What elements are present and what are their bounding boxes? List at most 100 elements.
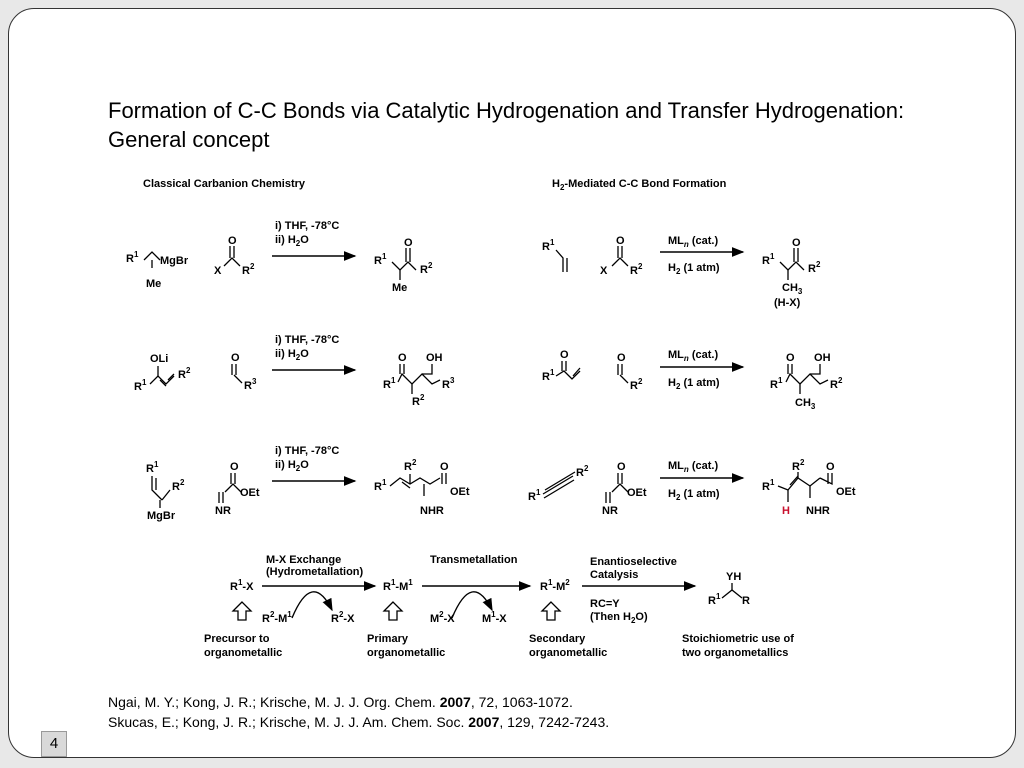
x-label: X [214, 265, 222, 277]
x-label: X [600, 265, 608, 277]
up-arrow-icon [540, 601, 562, 621]
nr-label: NR [215, 505, 231, 517]
r2-label: R2 [172, 478, 185, 493]
thf-condition: i) THF, -78°C [275, 445, 339, 457]
h2o-condition: ii) H2O [275, 459, 309, 473]
r2-label: R2 [808, 260, 821, 275]
curved-arrow-transmetal [451, 591, 493, 619]
r1-label: R1 [374, 478, 387, 493]
h2o-condition: ii) H2O [275, 234, 309, 248]
mgbr-label: MgBr [147, 510, 176, 522]
oet-label: OEt [240, 487, 260, 499]
o-label: O [826, 461, 835, 473]
r3-label: R3 [244, 377, 257, 392]
r-label: R [742, 595, 750, 607]
page-number: 4 [41, 731, 67, 757]
oet-label: OEt [627, 487, 647, 499]
r1-label: R1 [134, 378, 147, 393]
transmetallation-label: Transmetallation [430, 554, 518, 566]
h-label: H [782, 505, 790, 517]
row2-right-reaction: O R1 O R2 MLn (cat.) H2 (1 atm) O OH R1 … [542, 349, 843, 411]
then-h2o-label: (Then H2O) [590, 611, 648, 625]
r1-label: R1 [528, 488, 541, 503]
nr-label: NR [602, 505, 618, 517]
o-label: O [440, 461, 449, 473]
reference-1: Ngai, M. Y.; Kong, J. R.; Krische, M. J.… [108, 694, 573, 710]
h2-condition: H2 (1 atm) [668, 377, 720, 391]
organometallic-label: organometallic [204, 647, 282, 659]
oet-label: OEt [450, 486, 470, 498]
hx-label: (H-X) [774, 297, 801, 309]
oh-label: OH [426, 352, 443, 364]
ch3-label: CH3 [782, 282, 803, 296]
rc-y-label: RC=Y [590, 598, 620, 610]
thf-condition: i) THF, -78°C [275, 334, 339, 346]
r1m1-label: R1-M1 [383, 578, 413, 593]
me-label: Me [146, 278, 161, 290]
r1-label: R1 [542, 368, 555, 383]
r2-label: R2 [412, 393, 425, 408]
slide: 4 [8, 8, 1016, 758]
m1x-label: M1-X [482, 610, 507, 625]
r2-label: R2 [404, 458, 417, 473]
mln-condition: MLn (cat.) [668, 235, 718, 249]
precursor-label: Precursor to [204, 633, 270, 645]
nhr-label: NHR [806, 505, 830, 517]
classical-header: Classical Carbanion Chemistry [143, 178, 306, 190]
stoichiometric-label: Stoichiometric use of [682, 633, 794, 645]
r1m2-label: R1-M2 [540, 578, 570, 593]
h2-mediated-header: H2-Mediated C-C Bond Formation [552, 178, 727, 192]
r2m1-label: R2-M1 [262, 610, 292, 625]
o-label: O [786, 352, 795, 364]
oh-label: OH [814, 352, 831, 364]
o-label: O [231, 352, 240, 364]
m2x-label: M2-X [430, 610, 455, 625]
o-label: O [792, 237, 801, 249]
r1-label: R1 [126, 250, 139, 265]
mln-condition: MLn (cat.) [668, 460, 718, 474]
oet-label: OEt [836, 486, 856, 498]
h2o-condition: ii) H2O [275, 348, 309, 362]
thf-condition: i) THF, -78°C [275, 220, 339, 232]
h2-condition: H2 (1 atm) [668, 488, 720, 502]
row1-left-reaction: R1 MgBr Me O X R2 i) THF, -78°C ii) H2O … [126, 220, 433, 294]
r2-label: R2 [792, 458, 805, 473]
o-label: O [560, 349, 569, 361]
references: Ngai, M. Y.; Kong, J. R.; Krische, M. J.… [108, 692, 609, 732]
up-arrow-icon [382, 601, 404, 621]
reference-2: Skucas, E.; Kong, J. R.; Krische, M. J. … [108, 714, 610, 730]
o-label: O [617, 461, 626, 473]
o-label: O [228, 235, 237, 247]
h2-condition: H2 (1 atm) [668, 262, 720, 276]
mln-condition: MLn (cat.) [668, 349, 718, 363]
r2-label: R2 [242, 262, 255, 277]
ch3-label: CH3 [795, 397, 816, 411]
slide-title: Formation of C-C Bonds via Catalytic Hyd… [108, 98, 905, 152]
r2-label: R2 [178, 366, 191, 381]
r1-label: R1 [762, 478, 775, 493]
secondary-label: Secondary [529, 633, 586, 645]
o-label: O [404, 237, 413, 249]
o-label: O [398, 352, 407, 364]
catalysis-label: Catalysis [590, 569, 638, 581]
hydrometallation-label: (Hydrometallation) [266, 566, 364, 578]
r1-label: R1 [146, 460, 159, 475]
r2-label: R2 [830, 376, 843, 391]
r1-label: R1 [383, 376, 396, 391]
row2-left-reaction: OLi R1 R2 O R3 i) THF, -78°C ii) H2O O O… [134, 334, 455, 408]
r1x-label: R1-X [230, 578, 254, 593]
r2x-label: R2-X [331, 610, 355, 625]
enantioselective-label: Enantioselective [590, 556, 677, 568]
me-label: Me [392, 282, 407, 294]
concept-scheme: M-X Exchange (Hydrometallation) Transmet… [204, 554, 794, 659]
r1-label: R1 [542, 238, 555, 253]
o-label: O [616, 235, 625, 247]
r1-label: R1 [708, 592, 721, 607]
o-label: O [230, 461, 239, 473]
r2-label: R2 [630, 377, 643, 392]
primary-label: Primary [367, 633, 409, 645]
r1-label: R1 [770, 376, 783, 391]
r2-label: R2 [576, 464, 589, 479]
mx-exchange-label: M-X Exchange [266, 554, 341, 566]
